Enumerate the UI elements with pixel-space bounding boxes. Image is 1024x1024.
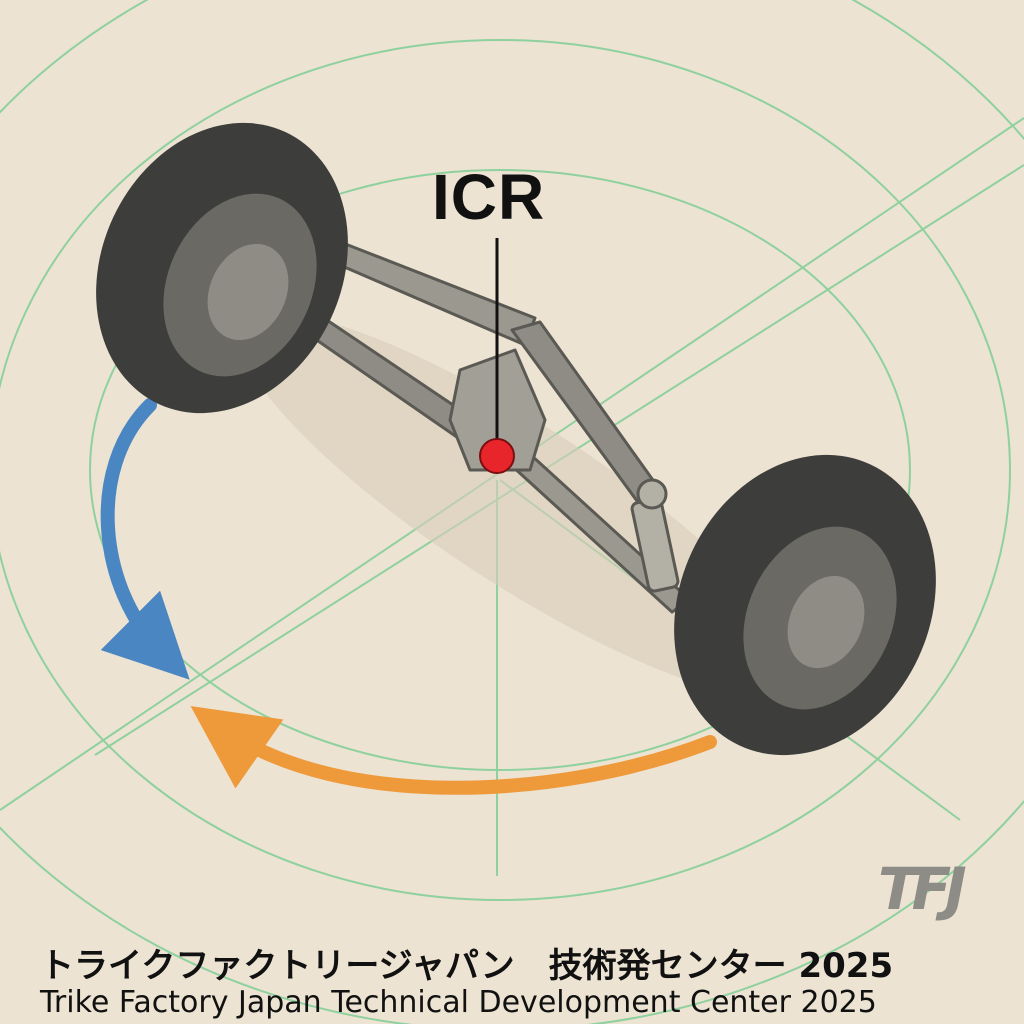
spring-mount: [636, 478, 668, 510]
icr-point: [479, 438, 515, 474]
guide-ellipse-middle: [0, 39, 1011, 901]
caption-japanese: トライクファクトリージャパン 技術発センター 2025: [40, 946, 894, 986]
guide-ellipse-inner: [89, 169, 911, 771]
left-wheel: [96, 122, 348, 414]
icr-label: ICR: [432, 161, 546, 233]
right-wheel: [674, 454, 936, 756]
rotation-arrow-left: [100, 398, 190, 680]
rotation-arrow-bottom: [190, 706, 717, 795]
caption-english: Trike Factory Japan Technical Developmen…: [40, 985, 877, 1020]
tfj-logo: TFJ: [878, 855, 967, 923]
